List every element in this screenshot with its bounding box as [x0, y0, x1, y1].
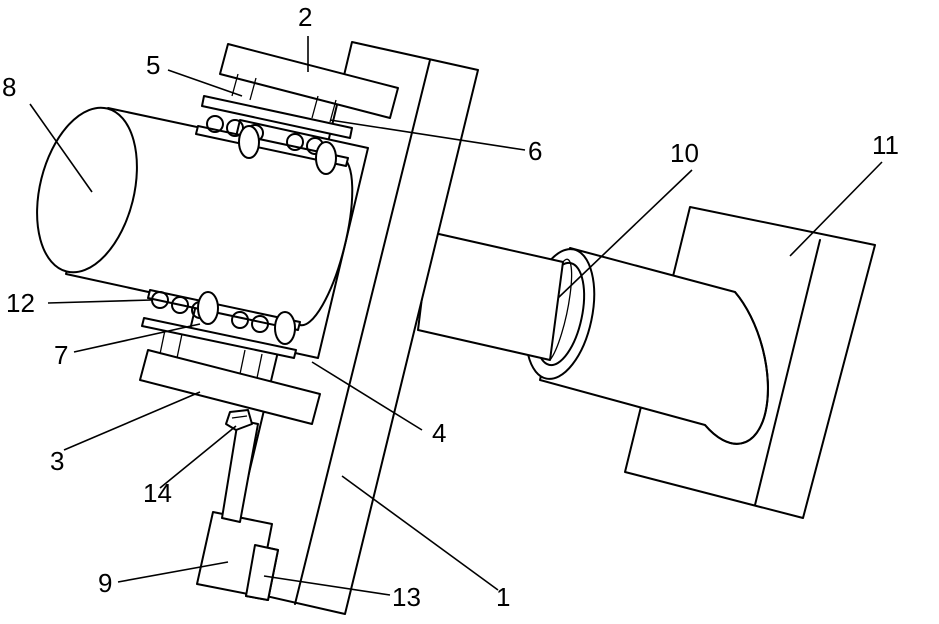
label-8: 8 [2, 72, 16, 102]
label-13: 13 [392, 582, 421, 612]
label-7: 7 [54, 340, 68, 370]
label-6: 6 [528, 136, 542, 166]
label-2: 2 [298, 2, 312, 32]
label-1: 1 [496, 582, 510, 612]
label-4: 4 [432, 418, 446, 448]
label-11: 11 [872, 130, 899, 160]
motor [197, 512, 278, 600]
label-12: 12 [6, 288, 35, 318]
label-10: 10 [670, 138, 699, 168]
connecting-rod [418, 232, 572, 360]
label-14: 14 [143, 478, 172, 508]
main-roller [21, 97, 352, 325]
label-3: 3 [50, 446, 64, 476]
label-5: 5 [146, 50, 160, 80]
label-9: 9 [98, 568, 112, 598]
